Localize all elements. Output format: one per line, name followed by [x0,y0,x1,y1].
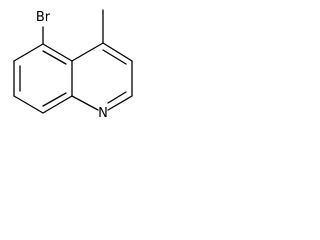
bond-c8a-c8 [42,95,73,114]
double-bond-c4-c3 [102,49,127,65]
bond-c8-c7 [13,95,44,114]
atom-label-bromine: Br [36,10,51,25]
chemical-structure-diagram: Br N [13,9,133,121]
double-bond-c8a-c8 [42,92,67,107]
double-bond-c5-c4a [42,50,67,65]
bond-c2-n1 [107,95,133,111]
bond-c5-c4a [42,43,73,62]
double-bond-c2-n1 [107,91,127,104]
bond-n1-c8a [71,95,99,111]
atom-label-nitrogen: N [98,106,108,121]
bond-c4-c3 [102,42,133,62]
bond-c6-c5 [13,43,44,62]
bond-c4a-c4 [71,42,104,62]
